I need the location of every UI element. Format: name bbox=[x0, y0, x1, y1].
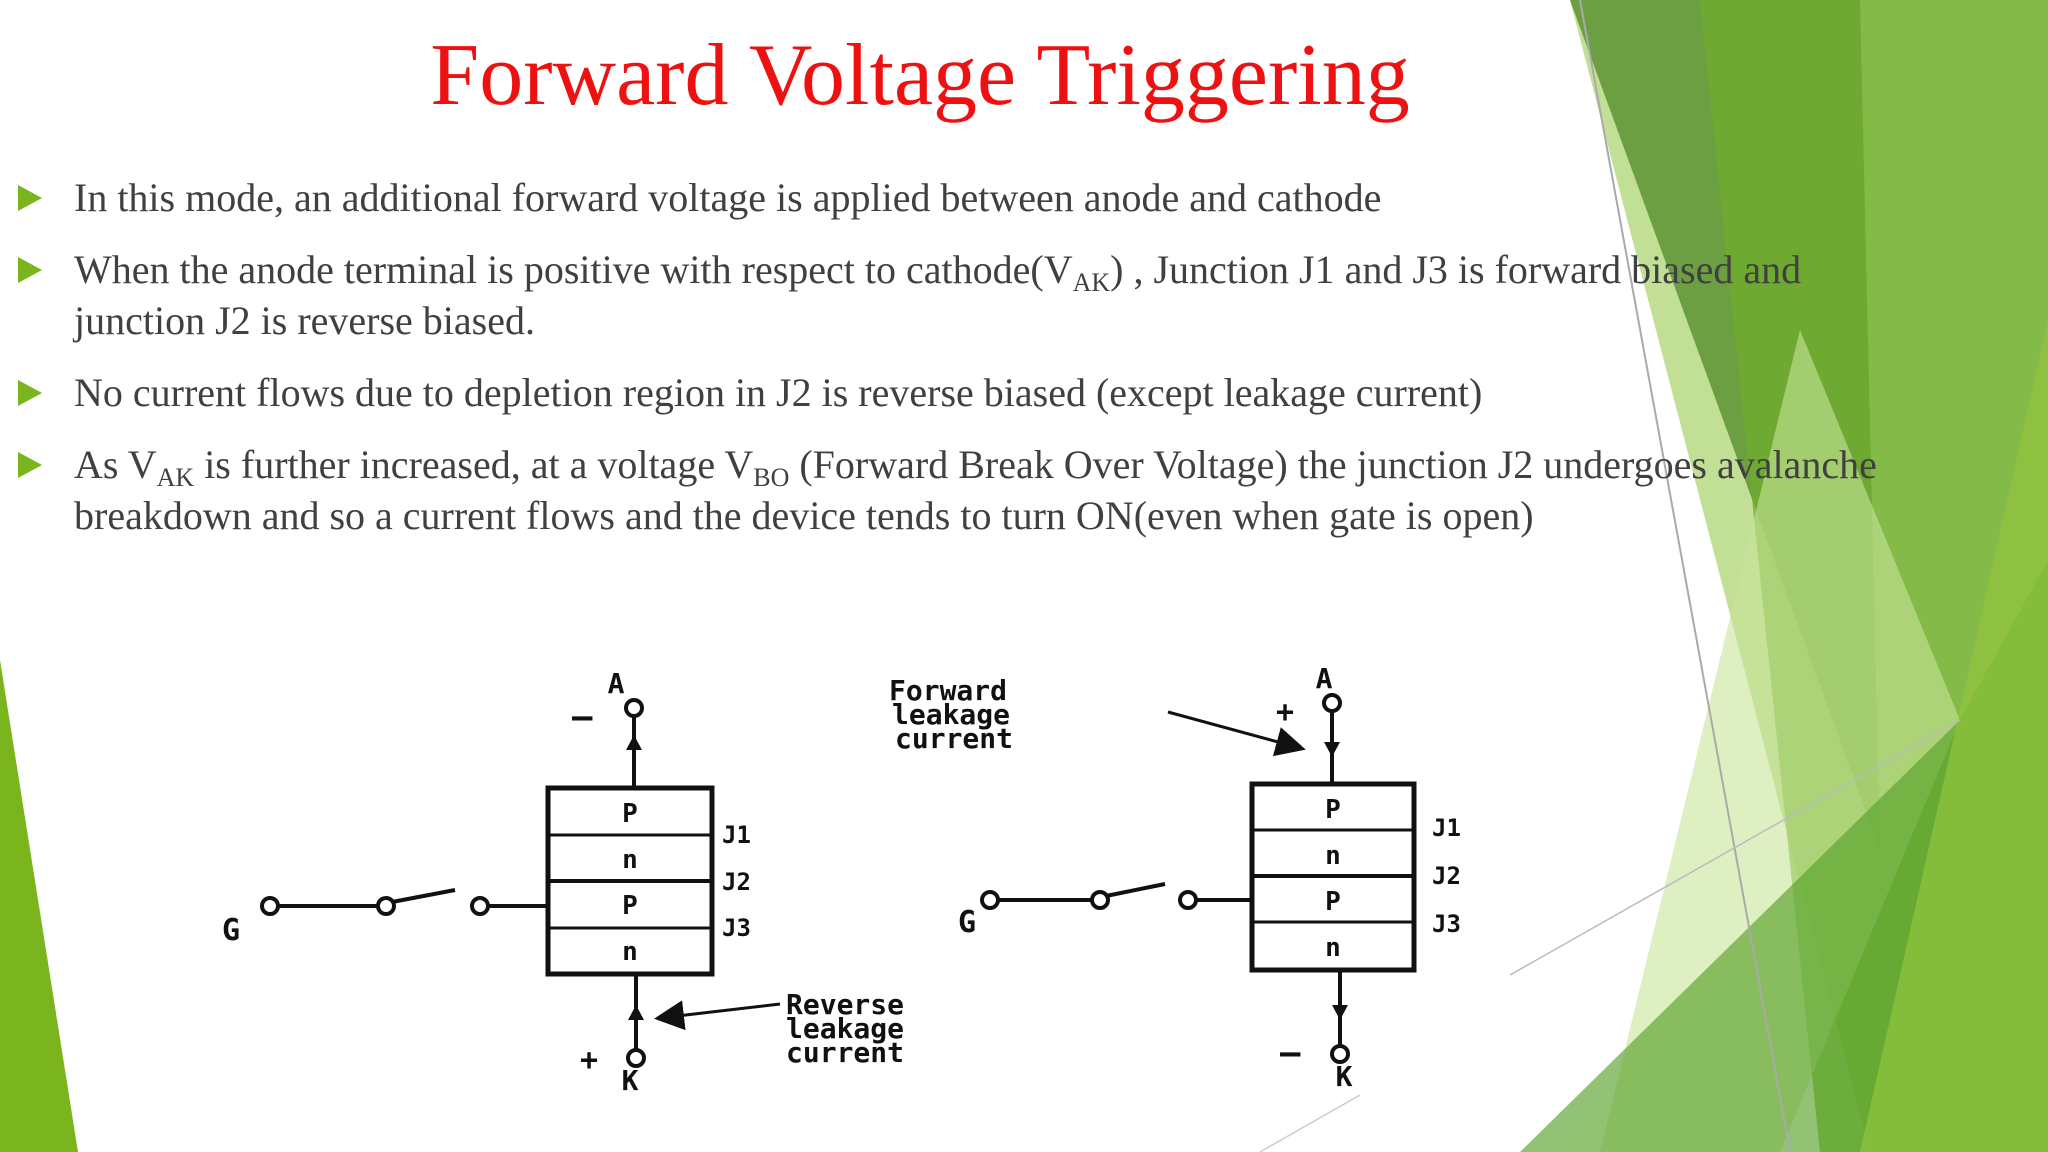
cathode-sign: – bbox=[1280, 1033, 1301, 1073]
leakage-label-line: current bbox=[895, 722, 1013, 755]
cathode-sign: + bbox=[580, 1043, 598, 1078]
bullet-item: No current flows due to depletion region… bbox=[18, 367, 1878, 418]
switch-contact bbox=[1090, 890, 1110, 910]
junction-label: J2 bbox=[1432, 862, 1461, 890]
gate-terminal bbox=[260, 896, 280, 916]
gate-switch bbox=[1105, 882, 1166, 898]
layer-label: P bbox=[622, 799, 638, 829]
bullet-text: ) , Junction J1 and J3 is forward biased… bbox=[74, 247, 1802, 343]
junction-label: J1 bbox=[722, 821, 751, 849]
cathode-label: K bbox=[622, 1064, 639, 1097]
anode-label: A bbox=[1316, 662, 1333, 695]
layer-label: P bbox=[622, 891, 638, 921]
current-arrow-icon bbox=[1332, 1005, 1348, 1020]
gate-switch bbox=[391, 888, 456, 904]
bullet-arrow-icon bbox=[18, 452, 42, 478]
anode-sign: – bbox=[572, 697, 593, 737]
bullet-arrow-icon bbox=[18, 380, 42, 406]
layer-label: P bbox=[1325, 795, 1341, 825]
leakage-label-line: leakage bbox=[786, 1012, 904, 1045]
bullet-item: As VAK is further increased, at a voltag… bbox=[18, 439, 1878, 541]
bullet-text: In this mode, an additional forward volt… bbox=[74, 175, 1382, 220]
bullet-arrow-icon bbox=[18, 185, 42, 211]
layer-label: n bbox=[622, 937, 638, 967]
thyristor-diagram: A – P n P n J1 J2 J3 G + K Reverse leaka… bbox=[222, 662, 1461, 1097]
switch-contact bbox=[470, 896, 490, 916]
switch-contact bbox=[376, 896, 396, 916]
subscript: AK bbox=[156, 463, 195, 492]
gate-label: G bbox=[222, 913, 240, 948]
subscript: AK bbox=[1072, 268, 1111, 297]
current-arrow-icon bbox=[628, 1005, 644, 1020]
bullet-text: (Forward Break Over Voltage) the junctio… bbox=[74, 442, 1877, 538]
bullet-text: When the anode terminal is positive with… bbox=[74, 247, 1073, 292]
bullet-item: When the anode terminal is positive with… bbox=[18, 244, 1878, 346]
thyristor-left: A – P n P n J1 J2 J3 G + K Reverse leaka… bbox=[222, 667, 904, 1097]
bullet-item: In this mode, an additional forward volt… bbox=[18, 172, 1878, 223]
layer-label: P bbox=[1325, 887, 1341, 917]
leakage-label-line: leakage bbox=[892, 698, 1010, 731]
leakage-arrow bbox=[1167, 710, 1306, 757]
leakage-label-line: Forward bbox=[889, 674, 1007, 707]
current-arrow-icon bbox=[626, 735, 642, 750]
anode-sign: + bbox=[1276, 695, 1294, 730]
bullet-list: In this mode, an additional forward volt… bbox=[18, 172, 1878, 562]
anode-terminal bbox=[624, 698, 644, 718]
current-arrow-icon bbox=[1324, 742, 1340, 757]
slide-title: Forward Voltage Triggering bbox=[430, 27, 1410, 124]
cathode-terminal bbox=[1330, 1044, 1350, 1064]
thyristor-right: Forward leakage current A + P n P n J1 J… bbox=[889, 662, 1461, 1093]
bullet-text: is further increased, at a voltage V bbox=[194, 442, 754, 487]
leakage-label-line: Reverse bbox=[786, 988, 904, 1021]
subscript: BO bbox=[753, 463, 790, 492]
junction-label: J1 bbox=[1432, 814, 1461, 842]
junction-label: J3 bbox=[1432, 910, 1461, 938]
leakage-label-line: current bbox=[786, 1036, 904, 1069]
junction-label: J2 bbox=[722, 868, 751, 896]
leakage-arrow bbox=[654, 1000, 781, 1031]
bullet-text: As V bbox=[74, 442, 157, 487]
anode-terminal bbox=[1322, 693, 1342, 713]
bullet-arrow-icon bbox=[18, 257, 42, 283]
bullet-text: No current flows due to depletion region… bbox=[74, 370, 1483, 415]
switch-contact bbox=[1178, 890, 1198, 910]
anode-label: A bbox=[608, 667, 625, 700]
gate-terminal bbox=[980, 890, 1000, 910]
cathode-terminal bbox=[626, 1048, 646, 1068]
junction-label: J3 bbox=[722, 914, 751, 942]
layer-label: n bbox=[1325, 933, 1341, 963]
gate-label: G bbox=[958, 905, 976, 940]
layer-label: n bbox=[622, 845, 638, 875]
layer-label: n bbox=[1325, 841, 1341, 871]
cathode-label: K bbox=[1336, 1060, 1353, 1093]
